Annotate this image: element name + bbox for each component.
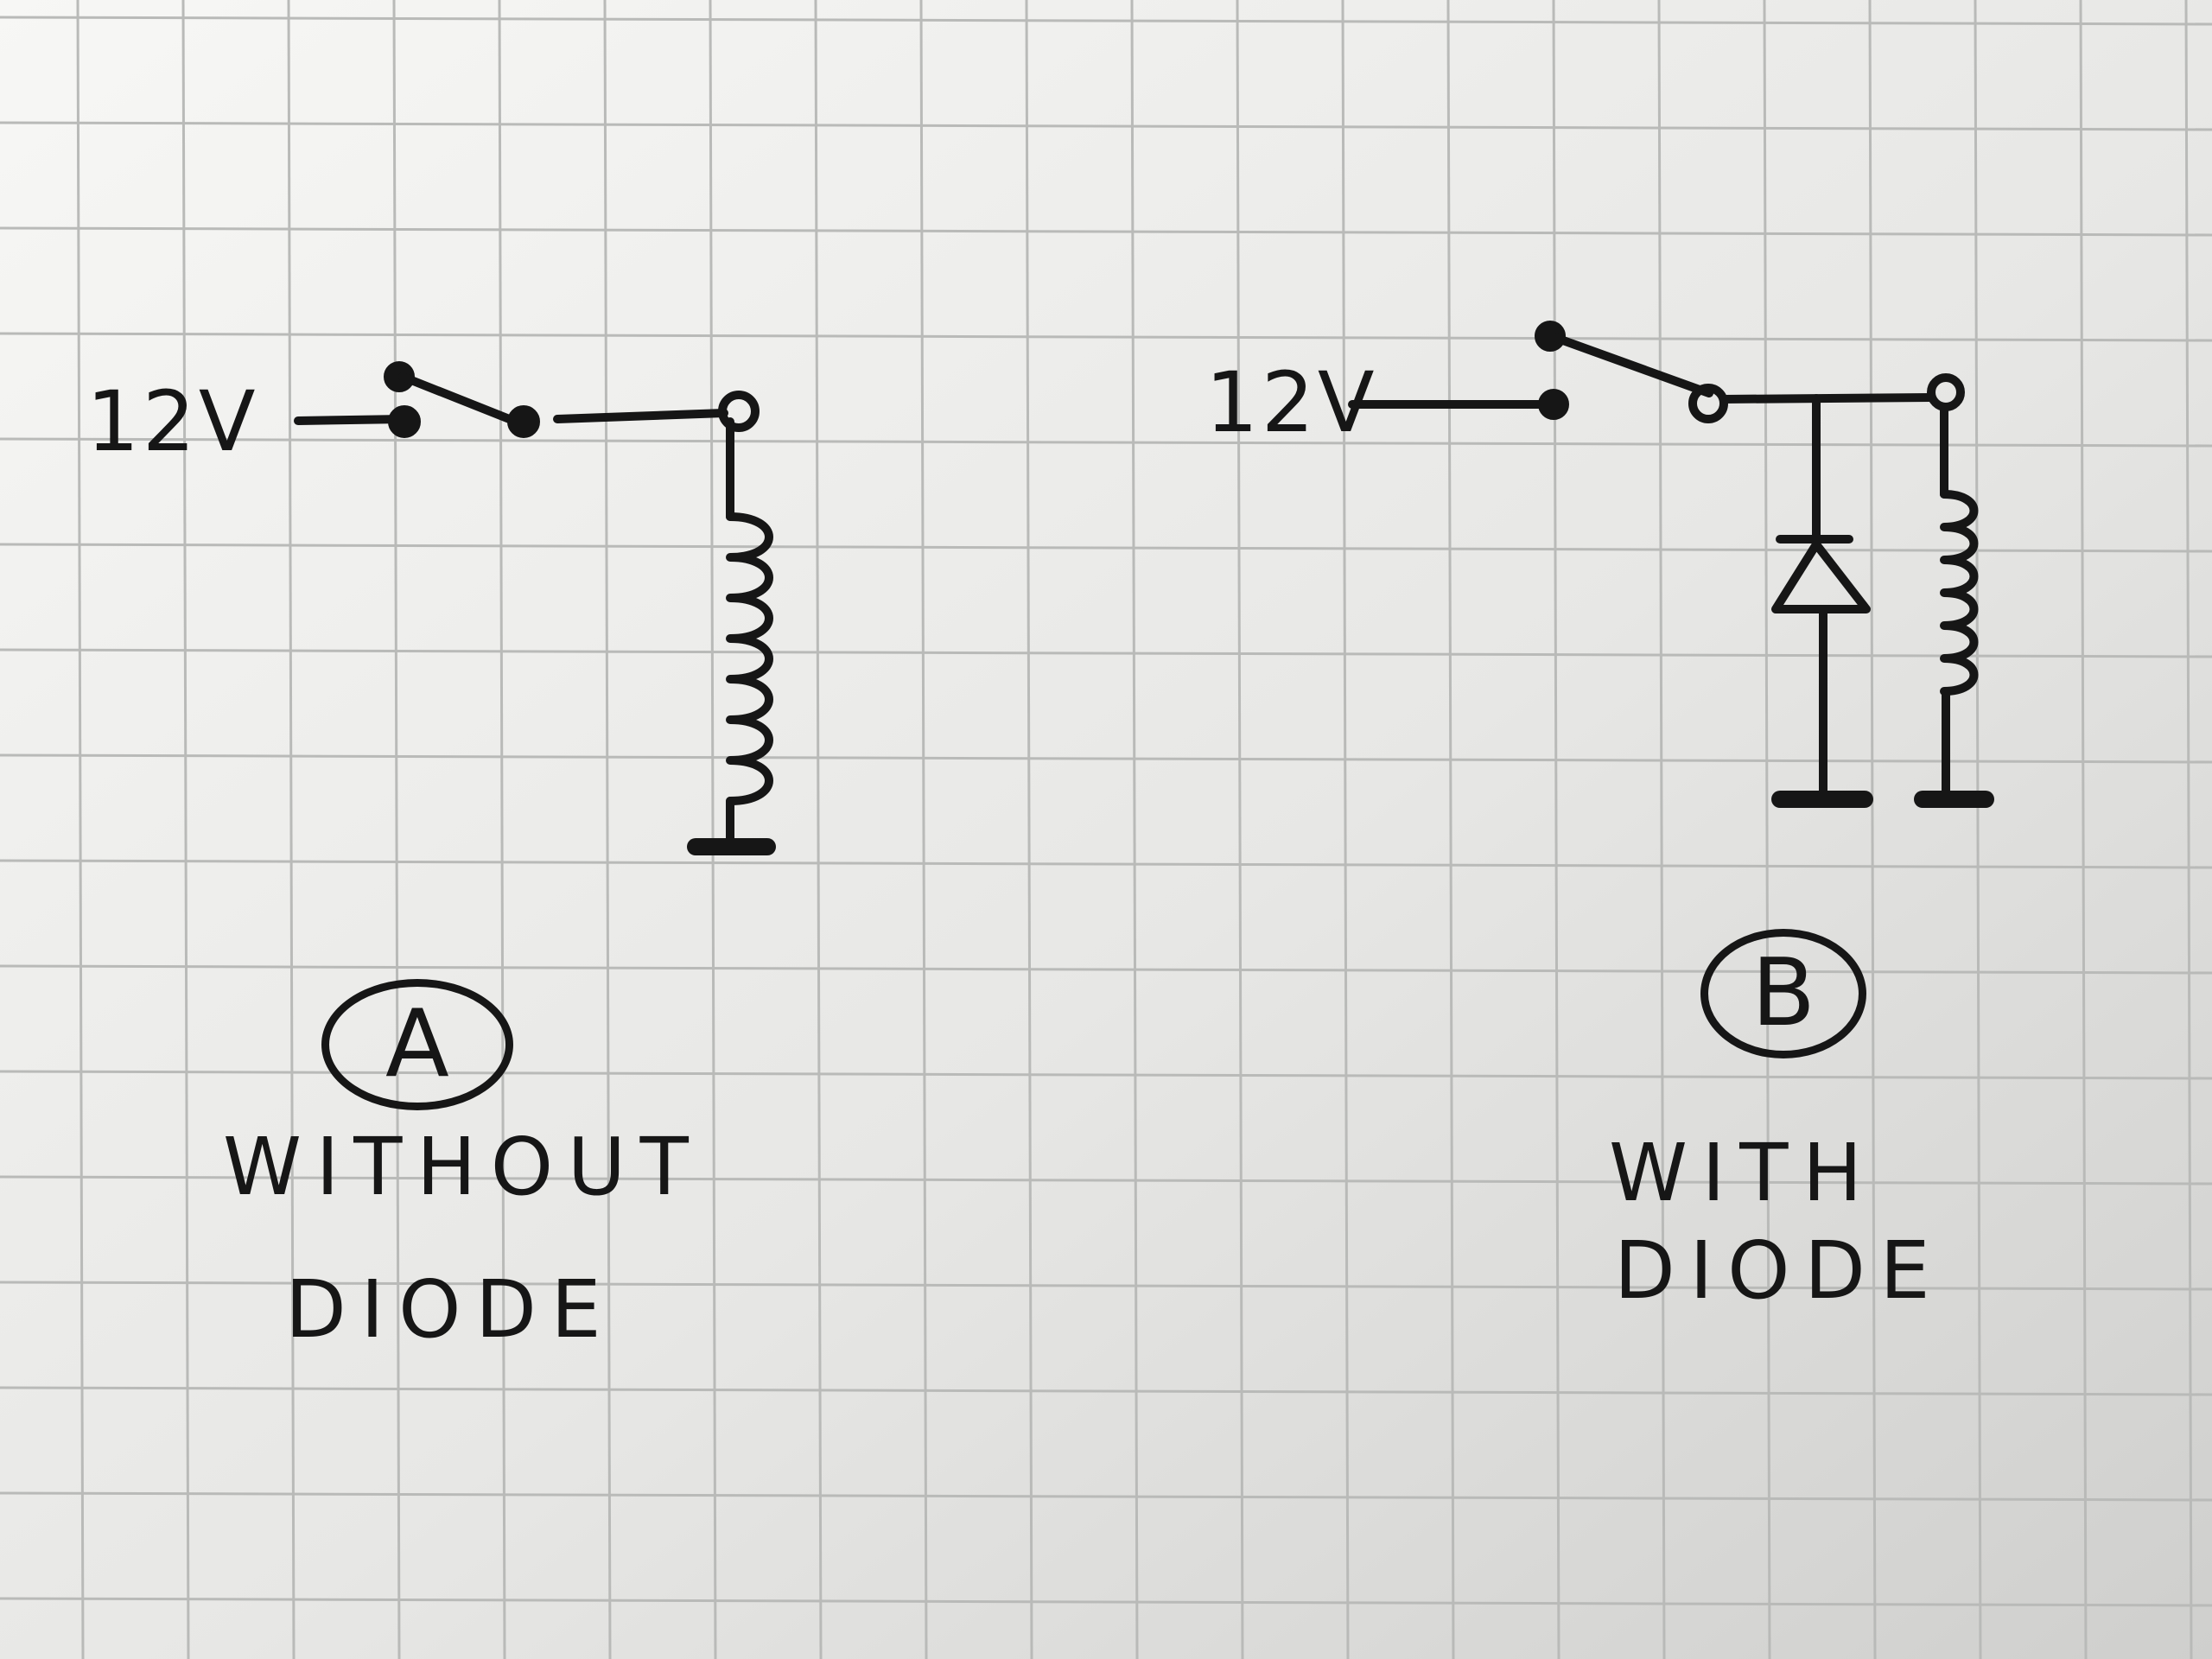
circuit-a-switch-terminal-left <box>388 405 421 438</box>
grid-line-horizontal <box>0 1175 2212 1185</box>
circuit-b-caption-line1: WITH <box>1609 1127 1877 1219</box>
circuit-b-supply-label: 12V <box>1205 354 1378 451</box>
circuit-b <box>1348 321 1994 808</box>
grid-line-horizontal <box>0 1597 2212 1607</box>
circuit-b-letter-badge: B <box>1700 929 1866 1058</box>
grid-line-vertical <box>1868 0 1877 1659</box>
grid-line-vertical <box>814 0 823 1659</box>
grid-line-horizontal <box>0 332 2212 342</box>
grid-line-horizontal <box>0 1386 2212 1396</box>
circuit-a-coil-feed-wire <box>553 409 728 423</box>
grid-line-vertical <box>1130 0 1139 1659</box>
grid-line-horizontal <box>0 648 2212 658</box>
circuit-b-switch-terminal-left <box>1538 389 1569 420</box>
grid-line-vertical <box>1763 0 1771 1659</box>
grid-line-vertical <box>603 0 612 1659</box>
circuit-b-switch-terminal-right <box>1688 384 1728 423</box>
circuit-a-switch-icon <box>398 372 524 428</box>
circuit-a-caption-line2: DIODE <box>285 1263 616 1356</box>
grid-line-horizontal <box>0 543 2212 553</box>
circuit-b-diode-icon <box>1771 540 1871 613</box>
circuit-b-letter: B <box>1751 939 1816 1047</box>
circuit-a-switch-terminal-right <box>507 405 540 438</box>
circuit-a-supply-label: 12V <box>86 373 259 470</box>
grid-line-vertical <box>1341 0 1350 1659</box>
circuit-a-letter: A <box>385 990 449 1098</box>
grid-line-horizontal <box>0 226 2212 237</box>
circuit-a <box>294 361 776 855</box>
grid-line-vertical <box>181 0 190 1659</box>
grid-line-horizontal <box>0 437 2212 448</box>
grid-line-vertical <box>287 0 296 1659</box>
circuit-a-inductor-coil-icon <box>726 512 773 805</box>
circuit-b-caption-line2: DIODE <box>1614 1224 1945 1317</box>
grid-line-horizontal <box>0 859 2212 869</box>
grid-line-vertical <box>709 0 717 1659</box>
circuit-a-caption-line1: WITHOUT <box>223 1121 703 1213</box>
grid-line-horizontal <box>0 121 2212 131</box>
circuit-b-inductor-coil-icon <box>1940 490 1979 696</box>
grid-line-vertical <box>2184 0 2193 1659</box>
circuit-b-top-wire <box>1719 393 1936 404</box>
grid-line-horizontal <box>0 753 2212 764</box>
grid-line-vertical <box>2079 0 2088 1659</box>
grid-line-horizontal <box>0 1491 2212 1502</box>
grid-line-vertical <box>1974 0 1982 1659</box>
grid-line-vertical <box>498 0 506 1659</box>
grid-line-vertical <box>1446 0 1455 1659</box>
grid-line-vertical <box>392 0 401 1659</box>
circuit-a-letter-badge: A <box>321 979 513 1110</box>
grid-line-horizontal <box>0 16 2212 26</box>
grid-line-vertical <box>1236 0 1244 1659</box>
grid-line-vertical <box>919 0 928 1659</box>
grid-line-vertical <box>1025 0 1033 1659</box>
circuit-a-terminal-icon <box>718 391 760 432</box>
circuit-a-supply-wire <box>294 415 409 425</box>
grid-line-vertical <box>1552 0 1560 1659</box>
grid-line-vertical <box>1657 0 1666 1659</box>
grid-line-vertical <box>76 0 85 1659</box>
grid-line-horizontal <box>0 1281 2212 1291</box>
circuit-b-switch-icon <box>1549 333 1713 397</box>
